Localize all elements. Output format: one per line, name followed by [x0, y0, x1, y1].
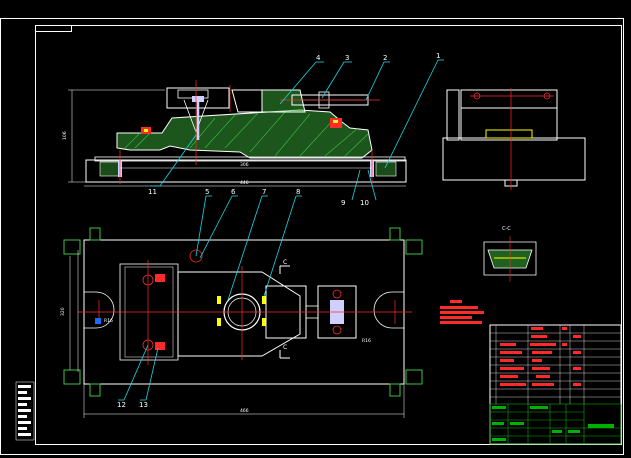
side-view [442, 88, 586, 190]
drawing-frame [0, 18, 624, 455]
balloon-1: 1 [436, 52, 440, 60]
balloon-7: 7 [262, 188, 266, 196]
hole-note-left: R16 [104, 318, 113, 324]
balloon-5: 5 [205, 188, 209, 196]
front-section-view: 446 306 106 [62, 80, 407, 187]
balloon-2: 2 [383, 54, 387, 62]
base-body-section [116, 109, 373, 159]
balloon-12: 12 [117, 401, 126, 409]
balloon-3: 3 [345, 54, 349, 62]
plan-height-dimension: 320 [60, 307, 66, 316]
front-height-dimension: 106 [62, 131, 68, 140]
balloon-10: 10 [360, 199, 369, 207]
balloon-11: 11 [148, 188, 157, 196]
front-inner-dimension: 306 [240, 162, 249, 168]
balloon-4: 4 [316, 54, 321, 62]
part-balloons: 4 3 2 1 11 9 10 5 6 7 8 12 13 [117, 52, 440, 409]
section-title: C-C [502, 226, 511, 232]
balloon-13: 13 [139, 401, 148, 409]
section-mark-bottom: C [283, 344, 287, 351]
leader-lines [118, 59, 444, 401]
plan-view: C C 466 320 R16 R16 [60, 227, 423, 418]
front-width-dimension: 446 [240, 180, 249, 186]
technical-notes [440, 300, 484, 324]
title-block [489, 324, 622, 445]
balloon-8: 8 [296, 188, 300, 196]
plan-width-dimension: 466 [240, 408, 249, 414]
clamp-block [261, 89, 306, 113]
binding-strip [15, 381, 35, 441]
hole-note-right: R16 [362, 338, 371, 344]
section-mark-top: C [283, 259, 287, 266]
balloon-6: 6 [231, 188, 236, 196]
balloon-9: 9 [341, 199, 345, 207]
section-c-c-detail: C-C [483, 226, 537, 282]
